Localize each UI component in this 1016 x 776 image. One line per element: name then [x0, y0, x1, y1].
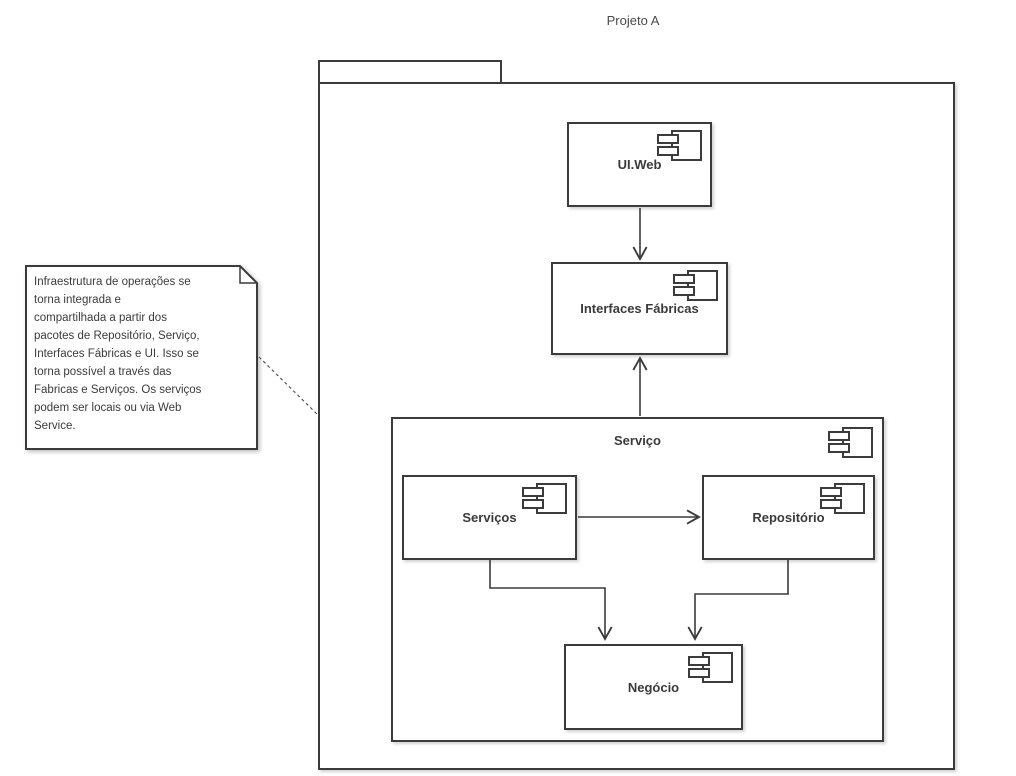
- component-negocio: Negócio: [564, 644, 743, 730]
- uml-component-icon: [688, 652, 734, 684]
- component-repositorio: Repositório: [702, 475, 875, 560]
- component-label: UI.Web: [617, 157, 662, 172]
- diagram-title: Projeto A: [606, 13, 660, 28]
- uml-component-icon: [820, 483, 866, 515]
- package-servico: Serviço Serviços Repositório Negócio: [391, 417, 884, 742]
- uml-component-icon: [673, 270, 719, 302]
- component-label: Serviços: [462, 510, 517, 525]
- projeto-package-tab: [318, 60, 502, 82]
- component-interfaces-fabricas: Interfaces Fábricas: [551, 262, 728, 355]
- edge-note-to-package: [258, 356, 320, 417]
- uml-component-icon: [657, 130, 703, 162]
- note: Infraestrutura de operações se torna int…: [25, 265, 258, 450]
- component-ui-web: UI.Web: [567, 122, 712, 207]
- component-servicos: Serviços: [402, 475, 577, 560]
- component-label: Repositório: [752, 510, 825, 525]
- note-text: Infraestrutura de operações se torna int…: [34, 276, 202, 432]
- uml-component-icon: [522, 483, 568, 515]
- component-label: Interfaces Fábricas: [580, 301, 699, 316]
- component-label: Negócio: [627, 679, 680, 695]
- uml-component-icon: [828, 427, 874, 459]
- package-label: Serviço: [614, 433, 661, 448]
- note-shape: [25, 265, 258, 450]
